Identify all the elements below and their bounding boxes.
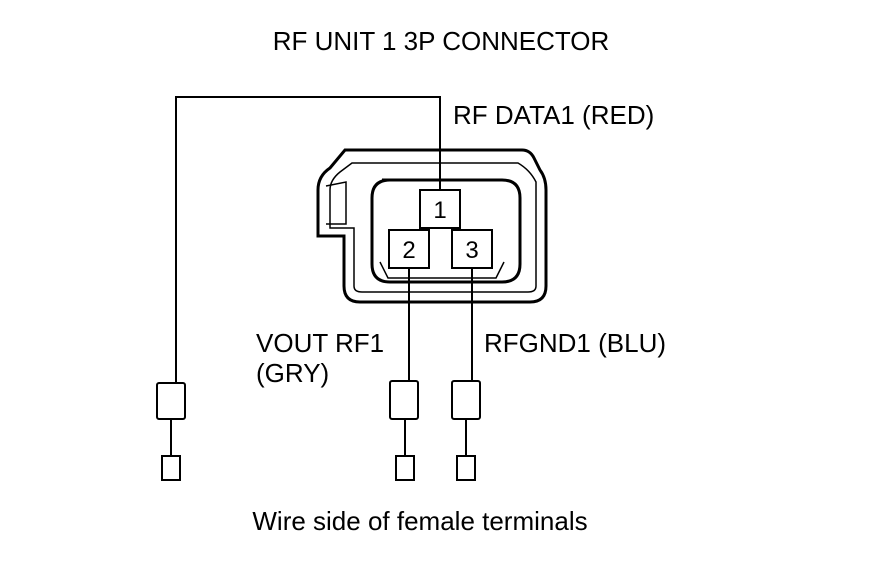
terminal-3	[451, 380, 481, 481]
terminal-1	[156, 382, 186, 481]
diagram-caption: Wire side of female terminals	[252, 506, 587, 536]
pin-3-label: RFGND1 (BLU)	[484, 328, 666, 358]
wire-rf-data1	[175, 96, 441, 382]
housing-latch	[325, 181, 347, 225]
terminal-cavity-lip	[379, 261, 505, 279]
pin-1-label: RF DATA1 (RED)	[453, 100, 654, 130]
diagram-title: RF UNIT 1 3P CONNECTOR	[273, 26, 610, 56]
pin-1-number: 1	[433, 197, 446, 224]
connector-housing	[316, 148, 548, 304]
pin-2-number: 2	[402, 237, 415, 264]
pin-2-label-line2: (GRY)	[256, 358, 329, 388]
terminal-cavity	[370, 178, 522, 284]
housing-outer	[316, 148, 548, 304]
terminal-2	[389, 380, 419, 481]
pin-2-label-line1: VOUT RF1	[256, 328, 384, 358]
pin-3-number: 3	[465, 237, 478, 264]
pin-3-box	[451, 229, 493, 269]
